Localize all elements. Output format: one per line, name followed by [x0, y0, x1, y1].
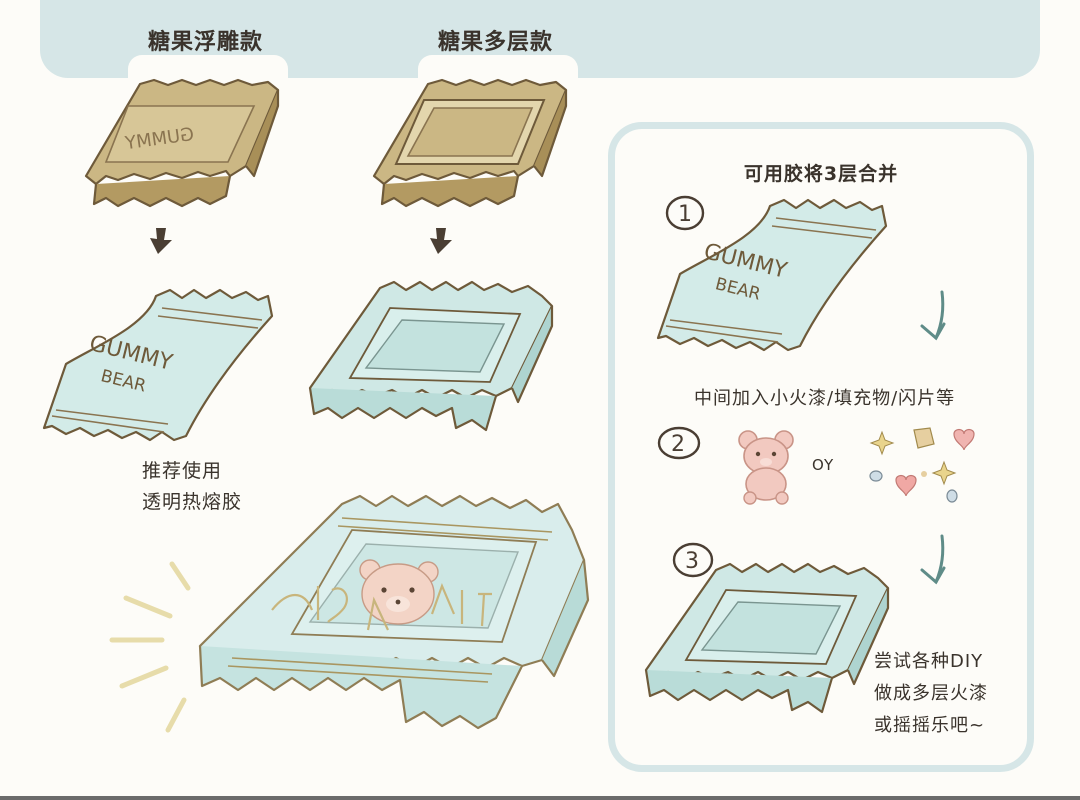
sparkle-rays-icon	[109, 561, 191, 733]
relief-mold-illustration: GUMMY	[84, 78, 280, 208]
step-3-number: 3	[685, 549, 699, 574]
step-1-wrapper-illustration: GUMMY BEAR	[656, 198, 888, 352]
finished-candy-illustration	[198, 494, 590, 730]
diy-tip-line-1: 尝试各种DIY	[874, 651, 984, 672]
diy-tip-line-3: 或摇摇乐吧~	[874, 715, 986, 736]
step-2-number: 2	[671, 432, 685, 457]
teal-arrow-icon	[920, 534, 946, 585]
bottom-divider	[0, 796, 1080, 800]
layer-mold-illustration	[372, 78, 568, 208]
relief-column-title: 糖果浮雕款	[148, 30, 264, 55]
panel-title: 可用胶将3层合并	[743, 163, 899, 185]
glitter-confetti-icon	[869, 427, 975, 503]
step-3-frame-illustration	[644, 562, 890, 714]
recommend-caption: 推荐使用 透明热熔胶	[142, 456, 242, 518]
diy-tip: 尝试各种DIY 做成多层火漆 或摇摇乐吧~	[874, 646, 988, 742]
recommend-line-1: 推荐使用	[142, 460, 223, 482]
step-3-badge: 3	[672, 542, 714, 578]
diy-tip-line-2: 做成多层火漆	[874, 683, 988, 704]
gummy-bear-wrapper-illustration: GUMMY BEAR	[42, 288, 274, 442]
arrow-down-icon	[150, 228, 172, 254]
step-2-note: 中间加入小火漆/填充物/闪片等	[694, 388, 956, 409]
recommend-line-2: 透明热熔胶	[142, 491, 243, 513]
teal-arrow-icon	[920, 290, 946, 341]
step-1-badge: 1	[665, 195, 705, 231]
step-2-badge: 2	[657, 426, 701, 460]
step-1-number: 1	[678, 202, 692, 227]
clear-frame-illustration	[308, 280, 554, 432]
bear-filler-icon	[738, 430, 794, 505]
layer-column-title: 糖果多层款	[438, 30, 554, 55]
or-label: OY	[812, 456, 835, 474]
arrow-down-icon	[430, 228, 452, 254]
